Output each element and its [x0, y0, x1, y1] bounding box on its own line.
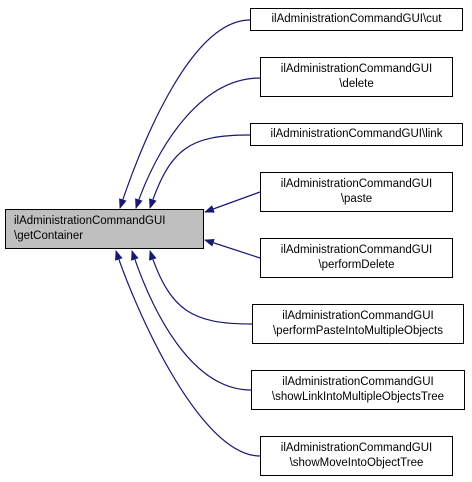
edge-showLinkIntoMultipleObjectsTree-to-getcontainer: [131, 250, 252, 391]
caller-node-label-line2: \paste: [340, 193, 373, 205]
caller-node-label-line1: ilAdministrationCommandGUI: [280, 244, 433, 256]
caller-node-perform-delete[interactable]: ilAdministrationCommandGUI \performDelet…: [260, 238, 453, 278]
edge-paste-to-getcontainer: [204, 191, 261, 213]
caller-node-label-line1: ilAdministrationCommandGUI: [280, 178, 433, 190]
caller-node-show-move-into-object-tree[interactable]: ilAdministrationCommandGUI \showMoveInto…: [260, 436, 453, 476]
caller-node-label-line1: ilAdministrationCommandGUI: [280, 442, 433, 454]
caller-node-cut[interactable]: ilAdministrationCommandGUI\cut: [250, 8, 463, 31]
caller-node-label-line2: \performDelete: [318, 259, 395, 271]
root-node-label-line1: ilAdministrationCommandGUI: [14, 215, 166, 227]
caller-node-link[interactable]: ilAdministrationCommandGUI\link: [250, 123, 463, 146]
caller-node-label-line1: ilAdministrationCommandGUI: [280, 63, 433, 75]
edge-performDelete-to-getcontainer: [204, 238, 261, 259]
root-node-getcontainer: ilAdministrationCommandGUI \getContainer: [5, 209, 204, 249]
caller-node-label-line2: \showLinkIntoMultipleObjectsTree: [271, 391, 445, 403]
edge-delete-to-getcontainer: [135, 77, 261, 209]
edge-performPasteIntoMultipleObjects-to-getcontainer: [149, 250, 253, 325]
caller-node-perform-paste-into-multiple-objects[interactable]: ilAdministrationCommandGUI \performPaste…: [252, 304, 464, 344]
caller-node-delete[interactable]: ilAdministrationCommandGUI \delete: [260, 57, 453, 97]
caller-node-label-line2: \showMoveIntoObjectTree: [289, 457, 424, 469]
caller-node-paste[interactable]: ilAdministrationCommandGUI \paste: [260, 172, 453, 212]
edge-cut-to-getcontainer: [119, 19, 251, 209]
edge-showMoveIntoObjectTree-to-getcontainer: [115, 250, 261, 457]
caller-node-show-link-into-multiple-objects-tree[interactable]: ilAdministrationCommandGUI \showLinkInto…: [251, 370, 465, 410]
caller-node-label-line2: \delete: [339, 78, 374, 90]
edge-link-to-getcontainer: [149, 134, 251, 209]
caller-node-label-line1: ilAdministrationCommandGUI\cut: [271, 13, 442, 25]
caller-node-label-line1: ilAdministrationCommandGUI\link: [270, 128, 443, 140]
caller-node-label-line2: \performPasteIntoMultipleObjects: [272, 325, 444, 337]
caller-node-label-line1: ilAdministrationCommandGUI: [282, 310, 434, 322]
root-node-label-line2: \getContainer: [14, 230, 84, 242]
caller-node-label-line1: ilAdministrationCommandGUI: [282, 376, 434, 388]
